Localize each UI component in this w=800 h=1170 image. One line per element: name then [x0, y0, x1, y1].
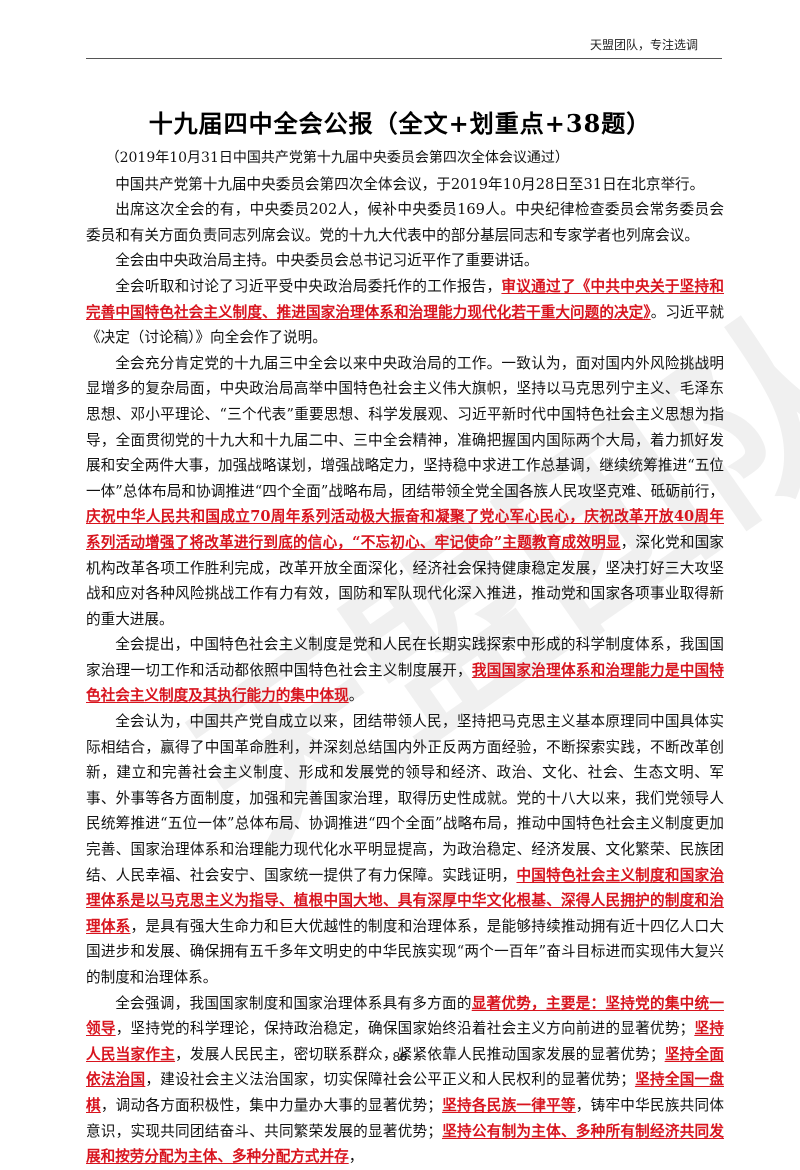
page-number: 80 — [392, 1049, 408, 1064]
body-text: ， — [348, 1148, 364, 1166]
body-text: ，调动各方面积极性，集中力量办大事的显著优势； — [100, 1096, 442, 1114]
body-paragraph: 全会充分肯定党的十九届三中全会以来中央政治局的工作。一致认为，面对国内外风险挑战… — [86, 351, 724, 633]
body-text: 全会强调，我国国家制度和国家治理体系具有多方面的 — [115, 994, 472, 1012]
highlighted-text: 坚持各民族一律平等 — [441, 1096, 576, 1114]
body-text: 全会充分肯定党的十九届三中全会以来中央政治局的工作。一致认为，面对国内外风险挑战… — [86, 354, 724, 500]
highlighted-text: 坚持全国一盘棋 — [86, 1071, 724, 1114]
body-text: ，建设社会主义法治国家，切实保障社会公平正义和人民权利的显著优势； — [145, 1071, 635, 1089]
body-text: 。习近平就《决定（讨论稿）》向全会作了说明。 — [86, 303, 724, 347]
highlighted-text: 审议通过了《中共中央关于坚持和完善中国特色社会主义制度、推进国家治理体系和治理能… — [86, 277, 724, 321]
document-body: （2019年10月31日中国共产党第十九届中央委员会第四次全体会议通过） 中国共… — [86, 146, 724, 1170]
body-paragraph: 中国共产党第十九届中央委员会第四次全体会议，于2019年10月28日至31日在北… — [86, 172, 724, 198]
document-title: 十九届四中全会公报（全文+划重点+38题） — [148, 109, 652, 138]
header-divider — [86, 58, 722, 59]
body-text: ，发展人民民主，密切联系群众，紧紧依靠人民推动国家发展的显著优势； — [175, 1045, 665, 1063]
paragraph-list: 中国共产党第十九届中央委员会第四次全体会议，于2019年10月28日至31日在北… — [86, 172, 724, 1170]
highlighted-text: 坚持全面依法治国 — [86, 1045, 724, 1089]
body-text: 出席这次全会的有，中央委员202人，候补中央委员169人。中央纪律检查委员会常务… — [86, 201, 724, 244]
highlighted-text: 中国特色社会主义制度和国家治理体系是以马克思主义为指导、植根中国大地、具有深厚中… — [86, 866, 724, 935]
body-text: ，深化党和国家机构改革各项工作胜利完成，改革开放全面深化，经济社会保持健康稳定发… — [86, 533, 724, 628]
body-paragraph: 全会听取和讨论了习近平受中央政治局委托作的工作报告，审议通过了《中共中央关于坚持… — [86, 274, 724, 351]
body-paragraph: 出席这次全会的有，中央委员202人，候补中央委员169人。中央纪律检查委员会常务… — [86, 197, 724, 248]
document-subtitle: （2019年10月31日中国共产党第十九届中央委员会第四次全体会议通过） — [105, 150, 569, 166]
body-text: 全会听取和讨论了习近平受中央政治局委托作的工作报告， — [115, 277, 502, 295]
highlighted-text: 坚持人民当家作主 — [86, 1020, 724, 1063]
body-text: 全会提出，中国特色社会主义制度是党和人民在长期实践探索中形成的科学制度体系，我国… — [86, 636, 724, 679]
body-text: ，是具有强大生命力和巨大优越性的制度和治理体系，是能够持续推动拥有近十四亿人口大… — [86, 917, 724, 986]
body-text: ，坚持党的科学理论，保持政治稳定，确保国家始终沿着社会主义方向前进的显著优势； — [115, 1020, 695, 1038]
body-text: 。 — [348, 687, 364, 705]
body-paragraph: 全会强调，我国国家制度和国家治理体系具有多方面的显著优势，主要是：坚持党的集中统… — [86, 991, 724, 1170]
body-text: 全会由中央政治局主持。中央委员会总书记习近平作了重要讲话。 — [115, 252, 539, 270]
highlighted-text: 我国国家治理体系和治理能力是中国特色社会主义制度及其执行能力的集中体现 — [86, 661, 724, 705]
body-paragraph: 全会认为，中国共产党自成立以来，团结带领人民，坚持把马克思主义基本原理同中国具体… — [86, 709, 724, 991]
highlighted-text: 庆祝中华人民共和国成立70周年系列活动极大振奋和凝聚了党心军心民心，庆祝改革开放… — [86, 508, 724, 551]
body-text: 全会认为，中国共产党自成立以来，团结带领人民，坚持把马克思主义基本原理同中国具体… — [86, 713, 724, 884]
body-paragraph: 全会由中央政治局主持。中央委员会总书记习近平作了重要讲话。 — [86, 248, 724, 274]
highlighted-text: 显著优势，主要是：坚持党的集中统一领导 — [86, 994, 724, 1038]
body-paragraph: 全会提出，中国特色社会主义制度是党和人民在长期实践探索中形成的科学制度体系，我国… — [86, 632, 724, 709]
body-text: 中国共产党第十九届中央委员会第四次全体会议，于2019年10月28日至31日在北… — [115, 175, 705, 193]
page-header-text: 天盟团队，专注选调 — [589, 38, 698, 52]
